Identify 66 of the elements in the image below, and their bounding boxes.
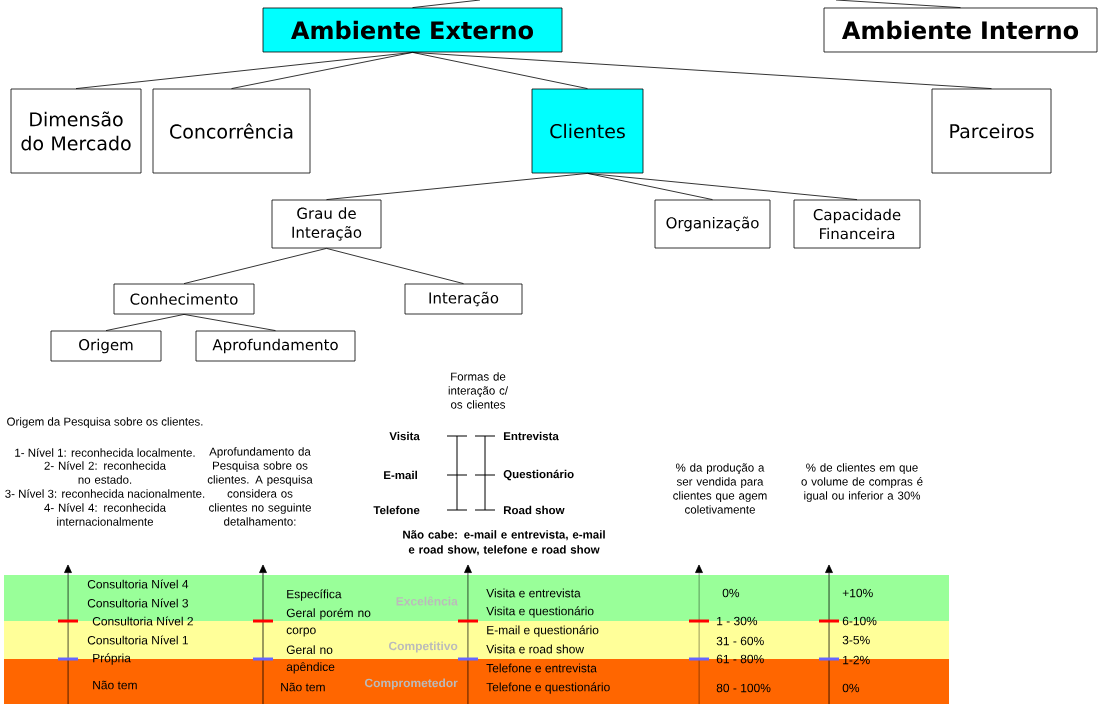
scale-text: Consultoria Nível 1 — [87, 635, 188, 645]
caption-text: Questionário — [503, 469, 574, 481]
connector-line — [587, 173, 713, 200]
concept-box: Grau de Interação — [271, 199, 382, 249]
caption-text: Não cabe: e-mail e entrevista, e-mail e road show, telefone e road show — [403, 530, 605, 556]
concept-box: Parceiros — [931, 88, 1052, 174]
caption-text: Entrevista — [504, 431, 559, 441]
caption-text: Visita — [389, 431, 420, 441]
scale-text: Telefone e questionário — [486, 682, 610, 694]
caption-text: 2- Nível 2: reconhecida no estado. — [44, 461, 166, 484]
scale-text: Visita e road show — [486, 644, 585, 654]
scale-text: Geral porém no corpo — [286, 608, 371, 637]
connector-line — [183, 314, 276, 331]
connector-line — [587, 173, 858, 200]
concept-box: Origem — [50, 330, 162, 362]
scale-text: Visita e entrevista — [486, 588, 581, 598]
scale-text: 3-5% — [842, 635, 870, 645]
caption-text: 1- Nível 1: reconhecida localmente. — [15, 448, 195, 457]
caption-text: Formas de interação c/ os clientes — [448, 372, 509, 409]
concept-box: Organização — [654, 199, 771, 249]
scale-text: Consultoria Nível 3 — [87, 598, 189, 608]
caption-text: Aprofundamento da Pesquisa sobre os clientes. A pesquisa considera os clientes no seguinte detalhamento: — [207, 447, 313, 526]
concept-box: Conhecimento — [113, 283, 255, 315]
caption-text: Road show — [504, 505, 565, 515]
connector-line — [326, 173, 588, 200]
scale-text: 1 - 30% — [717, 616, 758, 626]
concept-box: Clientes — [531, 88, 644, 174]
scale-text: Específica — [287, 589, 342, 601]
caption-text: Telefone — [373, 505, 420, 515]
band-label: Competitivo — [388, 641, 458, 653]
caption-text: Origem da Pesquisa sobre os clientes. — [7, 417, 203, 428]
concept-box: Dimensão do Mercado — [10, 88, 142, 174]
scale-text: Não tem — [93, 680, 137, 690]
concept-box: Aprofundamento — [195, 330, 356, 362]
concept-box: Ambiente Interno — [823, 7, 1098, 53]
connector-line — [835, 0, 961, 8]
scale-text: Consultoria Nível 4 — [87, 579, 189, 589]
connector-line — [231, 52, 413, 89]
scale-text: Telefone e entrevista — [486, 663, 597, 673]
scale-text: Visita e questionário — [486, 606, 594, 618]
scale-text: +10% — [842, 588, 873, 598]
connector-line — [412, 0, 481, 8]
scale-text: Não tem — [281, 682, 325, 692]
concept-box: Ambiente Externo — [262, 7, 563, 53]
scale-text: 6-10% — [842, 616, 877, 626]
concept-box: Interação — [404, 283, 523, 315]
scale-text: 0% — [842, 683, 860, 693]
scale-text: Geral no apêndice — [286, 645, 335, 674]
caption-text: 3- Nível 3: reconhecida nacionalmente. — [5, 489, 205, 498]
caption-text: E-mail — [384, 470, 417, 480]
scale-text: Consultoria Nível 2 — [92, 616, 193, 626]
connector-line — [412, 52, 992, 89]
connector-line — [412, 52, 588, 89]
connector-line — [183, 248, 327, 284]
band-label: Comprometedor — [364, 678, 458, 690]
caption-text: 4- Nível 4: reconhecida internacionalmente — [44, 503, 166, 526]
caption-text: % de clientes em que o volume de compras é igual ou inferior a 30% — [801, 463, 923, 502]
connector-line — [326, 248, 464, 284]
concept-box: Capacidade Financeira — [793, 199, 921, 249]
band-label: Excelência — [396, 596, 458, 606]
scale-text: E-mail e questionário — [487, 625, 599, 637]
caption-text: % da produção a ser vendida para clientes que agem coletivamente — [673, 463, 767, 514]
scale-text: 0% — [722, 588, 740, 598]
scale-text: 31 - 60% — [716, 636, 764, 646]
concept-box: Concorrência — [152, 88, 311, 174]
scale-text: 80 - 100% — [716, 683, 771, 693]
